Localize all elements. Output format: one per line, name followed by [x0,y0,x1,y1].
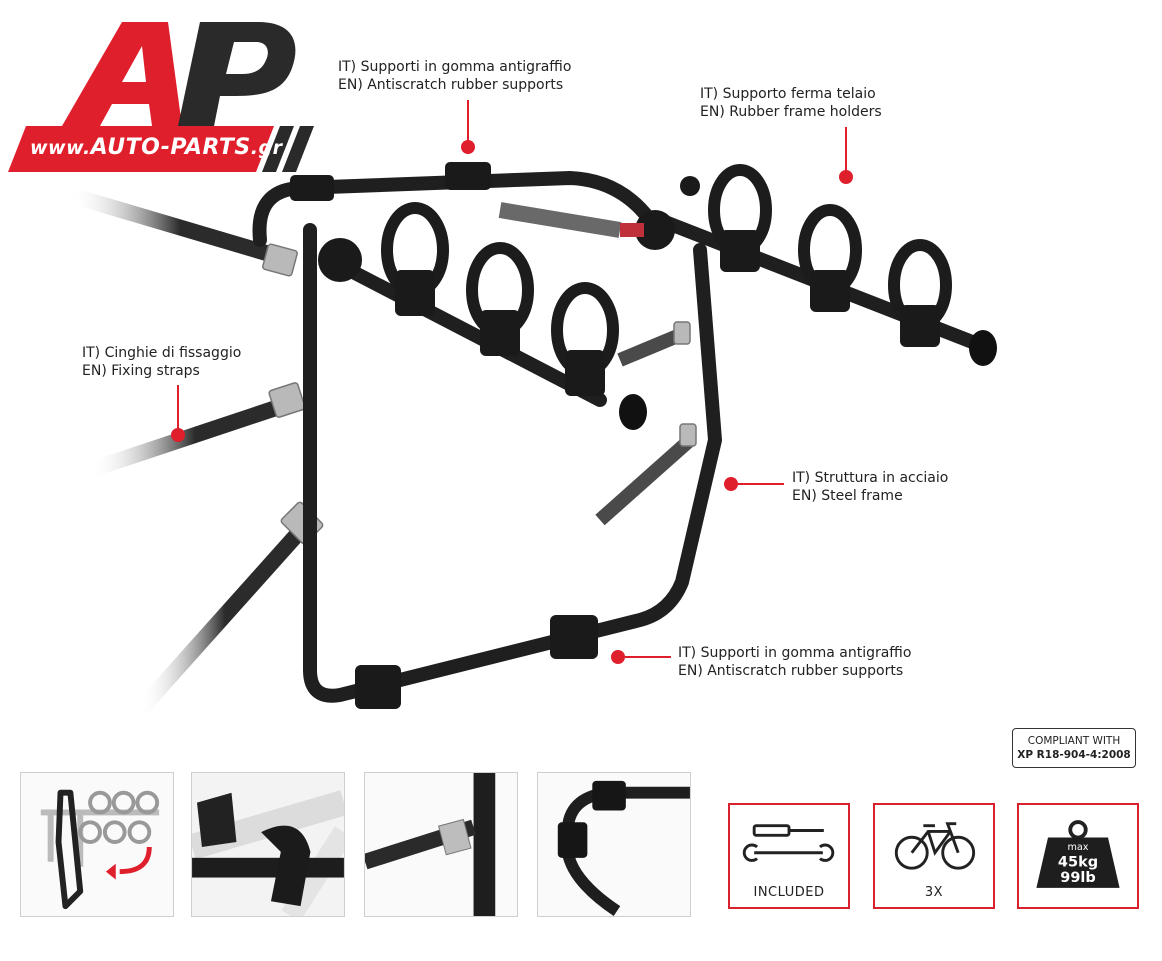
callout-en-text: EN) Rubber frame holders [700,104,882,120]
frame-knobs [318,176,700,282]
feature-bike-capacity: 3X [873,803,995,909]
callout-antiscratch-top: IT) Supporti in gomma antigraffio EN) An… [338,58,571,94]
logo-url-bar [8,126,320,172]
strap-buckle-thumbnail[interactable] [364,772,518,917]
callout-it-text: IT) Supporti in gomma antigraffio [678,645,912,661]
callout-it-text: IT) Cinghie di fissaggio [82,345,242,361]
rubber-supports [290,162,598,709]
weight-kg-label: 45kg [1058,855,1098,871]
compliance-line1: COMPLIANT WITH [1027,735,1121,747]
frame-support-thumbnail[interactable] [537,772,691,917]
logo [60,18,300,128]
weight-lb-label: 99lb [1060,870,1096,886]
callout-en-text: EN) Steel frame [792,488,903,504]
weight-icon: max 45kg 99lb [1036,820,1120,888]
bike-holder-thumbnail[interactable] [191,772,345,917]
steel-frame [252,171,987,703]
callout-dot [611,650,625,664]
callout-dot [724,477,738,491]
tools-icon [742,824,835,862]
callout-en-text: EN) Fixing straps [82,363,200,379]
fixing-straps [67,187,695,716]
feature-label: 3X [924,885,944,900]
knob-red-detail [620,223,644,237]
callout-en-text: EN) Antiscratch rubber supports [338,77,564,93]
feature-label: INCLUDED [753,885,825,900]
callout-fixing-straps: IT) Cinghie di fissaggio EN) Fixing stra… [82,344,241,380]
bike-rack-image [60,150,1020,740]
feature-tools-included: INCLUDED [728,803,850,909]
callout-antiscratch-bottom: IT) Supporti in gomma antigraffio EN) An… [678,644,911,680]
bicycle-icon [894,822,976,870]
callout-line [177,385,179,431]
callout-en-text: EN) Antiscratch rubber supports [678,663,904,679]
callout-it-text: IT) Supporto ferma telaio [700,86,876,102]
callout-it-text: IT) Struttura in acciaio [792,470,949,486]
rack-folding-thumbnail[interactable] [20,772,174,917]
callout-it-text: IT) Supporti in gomma antigraffio [338,59,572,75]
callout-line [625,656,671,658]
callout-line [467,100,469,142]
callout-dot [839,170,853,184]
logo-url-text[interactable]: www.AUTO-PARTS.gr [30,135,283,160]
feature-max-weight: max 45kg 99lb [1017,803,1139,909]
callout-frame-holders: IT) Supporto ferma telaio EN) Rubber fra… [700,85,882,121]
compliance-badge: COMPLIANT WITH XP R18-904-4:2008 [1012,728,1136,768]
weight-max-label: max [1067,842,1088,853]
holder-bases [395,230,940,396]
callout-steel-frame: IT) Struttura in acciaio EN) Steel frame [792,469,948,505]
callout-line [845,127,847,173]
callout-line [738,483,784,485]
logo-ap-mark [62,22,296,126]
callout-dot [171,428,185,442]
callout-dot [461,140,475,154]
compliance-standard: XP R18-904-4:2008 [1017,749,1131,761]
